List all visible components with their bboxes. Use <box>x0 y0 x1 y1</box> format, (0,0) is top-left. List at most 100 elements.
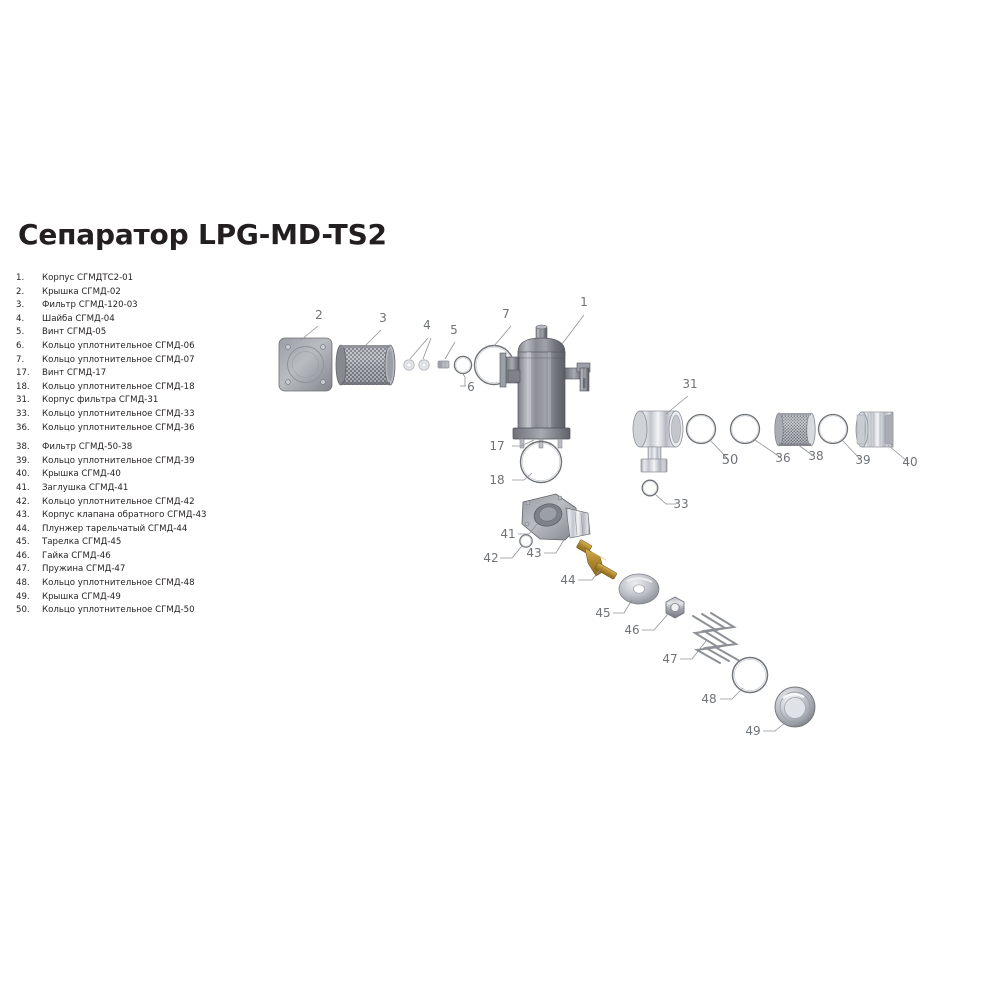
part-number: 33. <box>16 408 30 419</box>
callout-6: 6 <box>467 380 475 394</box>
parts-list-item: 18.Кольцо уплотнительное СГМД-18 <box>16 381 346 395</box>
callout-31: 31 <box>682 377 697 391</box>
part-name: Тарелка СГМД-45 <box>42 537 122 548</box>
part-number: 44. <box>16 523 30 534</box>
callout-7: 7 <box>502 307 510 321</box>
part-name: Пружина СГМД-47 <box>42 564 126 575</box>
component-o-ring-42 <box>519 534 533 548</box>
callout-4: 4 <box>423 318 431 332</box>
part-name: Винт СГМД-17 <box>42 368 107 379</box>
callout-1: 1 <box>580 295 588 309</box>
component-o-ring-48 <box>731 656 769 694</box>
part-number: 2. <box>16 286 25 297</box>
component-filter-housing-31 <box>632 410 684 473</box>
callout-38: 38 <box>808 449 823 463</box>
part-number: 4. <box>16 313 25 324</box>
part-name: Заглушка СГМД-41 <box>42 482 129 493</box>
part-number: 45. <box>16 537 30 548</box>
part-number: 5. <box>16 327 25 338</box>
component-hex-nut-46 <box>665 596 685 619</box>
part-number: 39. <box>16 455 30 466</box>
part-number: 50. <box>16 605 30 616</box>
callout-33: 33 <box>673 497 688 511</box>
callout-36: 36 <box>775 451 790 465</box>
component-valve-block-41-43 <box>521 493 591 541</box>
part-name: Корпус фильтра СГМД-31 <box>42 395 159 406</box>
part-name: Кольцо уплотнительное СГМД-36 <box>42 422 195 433</box>
parts-list-item: 46. Гайка СГМД-46 <box>16 550 346 564</box>
parts-list-item: 2.Крышка СГМД-02 <box>16 286 346 300</box>
callout-46: 46 <box>624 623 639 637</box>
callout-5: 5 <box>450 323 458 337</box>
part-name: Кольцо уплотнительное СГМД-39 <box>42 455 195 466</box>
callout-40: 40 <box>902 455 917 469</box>
parts-list-item: 47. Пружина СГМД-47 <box>16 563 346 577</box>
part-number: 41. <box>16 482 30 493</box>
part-name: Гайка СГМД-46 <box>42 550 111 561</box>
callout-39: 39 <box>855 453 870 467</box>
component-plunger-44 <box>576 539 617 580</box>
part-name: Кольцо уплотнительное СГМД-18 <box>42 381 195 392</box>
parts-list-item: 6. Кольцо уплотнительное СГМД-06 <box>16 340 346 354</box>
component-separator-body-1 <box>499 324 591 449</box>
parts-list-item: 17. Винт СГМД-17 <box>16 367 346 381</box>
part-name: Крышка СГМД-40 <box>42 469 121 480</box>
part-name: Шайба СГМД-04 <box>42 313 115 324</box>
parts-list-item: 33. Кольцо уплотнительное СГМД-33 <box>16 408 346 422</box>
part-number: 42. <box>16 496 30 507</box>
part-number: 17. <box>16 368 30 379</box>
part-number: 1. <box>16 273 25 283</box>
page-title: Сепаратор LPG-MD-TS2 <box>18 218 387 251</box>
parts-list-item: 42. Кольцо уплотнительное СГМД-42 <box>16 496 346 510</box>
part-number: 48. <box>16 578 30 589</box>
part-number: 40. <box>16 469 30 480</box>
part-name: Крышка СГМД-49 <box>42 591 121 602</box>
component-o-ring-7 <box>473 344 515 386</box>
callout-18: 18 <box>489 473 504 487</box>
callout-45: 45 <box>595 606 610 620</box>
component-o-ring-50 <box>685 413 717 445</box>
part-number: 31. <box>16 395 30 406</box>
callout-50: 50 <box>722 453 739 468</box>
part-number: 36. <box>16 422 30 433</box>
parts-list-item: 41. Заглушка СГМД-41 <box>16 482 346 496</box>
part-number: 43. <box>16 510 30 521</box>
part-name: Фильтр СГМД-120-03 <box>42 300 138 311</box>
part-name: Кольцо уплотнительное СГМД-42 <box>42 496 195 507</box>
part-name: Кольцо уплотнительное СГМД-06 <box>42 340 195 351</box>
callout-47: 47 <box>662 652 677 666</box>
part-number: 6. <box>16 340 25 351</box>
parts-list-item: 39. Кольцо уплотнительное СГМД-39 <box>16 455 346 469</box>
parts-list-item: 3.Фильтр СГМД-120-03 <box>16 299 346 313</box>
component-o-ring-36 <box>729 413 761 445</box>
parts-list-item: 5. Винт СГМД-05 <box>16 326 346 340</box>
part-number: 47. <box>16 564 30 575</box>
part-name: Кольцо уплотнительное СГМД-33 <box>42 408 195 419</box>
part-name: Фильтр СГМД-50-38 <box>42 442 133 453</box>
part-name: Корпус СГМДТС2-01 <box>42 273 134 283</box>
parts-list-item: 43.Корпус клапана обратного СГМД-43 <box>16 509 346 523</box>
component-screw-5 <box>437 360 450 369</box>
callout-49: 49 <box>745 724 760 738</box>
component-o-ring-18 <box>519 440 563 484</box>
parts-list-item: 31. Корпус фильтра СГМД-31 <box>16 394 346 408</box>
component-o-ring-6 <box>453 355 473 375</box>
part-number: 46. <box>16 550 30 561</box>
parts-list-item: 40. Крышка СГМД-40 <box>16 468 346 482</box>
component-washers-4 <box>403 359 430 371</box>
leader-lines <box>300 314 908 732</box>
callout-17: 17 <box>489 439 504 453</box>
parts-list-item: 44.Плунжер тарельчатый СГМД-44 <box>16 523 346 537</box>
component-cap-40 <box>855 411 894 448</box>
part-name: Кольцо уплотнительное СГМД-48 <box>42 578 195 589</box>
part-name: Кольцо уплотнительное СГМД-50 <box>42 605 195 616</box>
part-name: Винт СГМД-05 <box>42 327 107 338</box>
component-o-ring-39 <box>817 413 849 445</box>
part-number: 38. <box>16 442 30 453</box>
parts-list-item: 38. Фильтр СГМД-50-38 <box>16 441 346 455</box>
callout-48: 48 <box>701 692 716 706</box>
parts-list-item: 50. Кольцо уплотнительное СГМД-50 <box>16 604 346 618</box>
callout-41: 41 <box>500 527 515 541</box>
